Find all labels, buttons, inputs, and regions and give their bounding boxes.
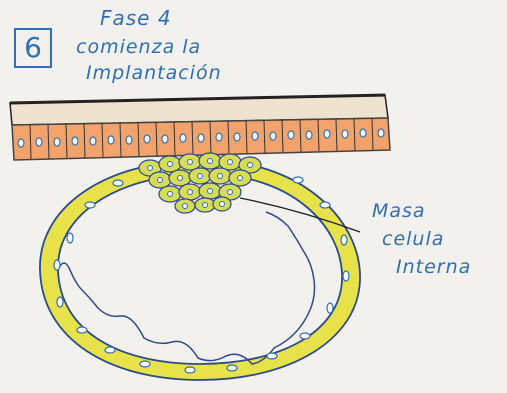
- label-line-3: Interna: [396, 256, 471, 278]
- label-line-2: celula: [382, 228, 444, 250]
- label-line-1: Masa: [372, 200, 426, 222]
- title-line-1: Fase 4: [100, 6, 172, 30]
- inner-cell-mass: [139, 153, 261, 213]
- step-number-box: 6: [14, 28, 52, 68]
- title-line-3: Implantación: [86, 62, 222, 84]
- title-line-2: comienza la: [76, 36, 201, 58]
